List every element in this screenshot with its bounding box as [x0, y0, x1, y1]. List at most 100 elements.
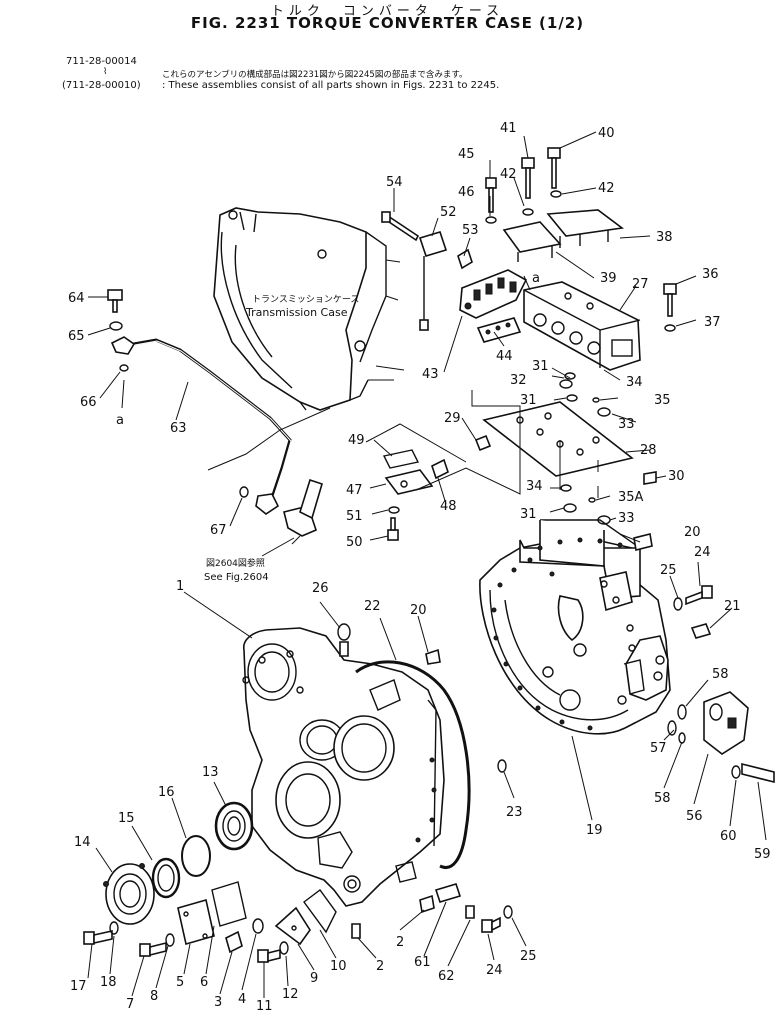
o-ring-23: [497, 759, 507, 773]
part-label: 27: [632, 277, 649, 292]
plug-29: [474, 434, 492, 452]
plug-20-right: [633, 533, 653, 551]
part-label: 35A: [618, 490, 644, 505]
part-label: 10: [330, 959, 347, 974]
o-ring-16: [181, 835, 211, 877]
part-label: 36: [702, 267, 719, 282]
part-label: 15: [118, 811, 135, 826]
washer-46: [485, 216, 497, 224]
o-ring-32: [559, 379, 573, 389]
valve-body-27: [523, 281, 641, 371]
washer-42-left: [522, 208, 534, 216]
part-label: 51: [346, 509, 363, 524]
o-ring-58-lower: [678, 732, 686, 744]
bolt-54: [381, 211, 420, 242]
part-label: 8: [150, 989, 158, 1004]
o-ring-31-c: [563, 503, 577, 513]
transmission-case-label-jp: トランスミッションケース: [252, 294, 359, 305]
o-ring-58-upper: [677, 704, 687, 720]
part-label: 41: [500, 121, 517, 136]
transmission-case: [213, 207, 405, 411]
plug-20-left: [425, 648, 441, 665]
part-label: 60: [720, 829, 737, 844]
washer-25-upper: [673, 597, 683, 611]
bolt-41: [521, 157, 535, 199]
washer-8: [165, 933, 175, 947]
bolt-59: [741, 762, 775, 784]
part-label: 12: [282, 987, 299, 1002]
part-label: 20: [684, 525, 701, 540]
cover-plate-5: [177, 898, 215, 946]
part-label: 22: [364, 599, 381, 614]
plate-38: [546, 209, 625, 248]
leader-lines: [87, 131, 767, 998]
part-number-labels: 1 2 2 3 4 5 6 7 8 9 10 11 12 13 14 15 16…: [68, 121, 771, 1011]
bolt-24-lower: [481, 916, 501, 933]
bolt-64: [107, 289, 123, 313]
bolt-24-upper: [685, 585, 713, 606]
part-label: 52: [440, 205, 457, 220]
part-label: 14: [74, 835, 91, 850]
plug-2-lower: [351, 923, 361, 939]
converter-housing-19: [479, 519, 671, 735]
part-label: 25: [520, 949, 537, 964]
bolt-17: [83, 930, 113, 945]
assembly-note-english: : These assemblies consist of all parts …: [162, 80, 500, 91]
part-label: 58: [712, 667, 729, 682]
part-label: 49: [348, 433, 365, 448]
part-label: 57: [650, 741, 667, 756]
washer-65: [109, 321, 123, 331]
part-label: 24: [694, 545, 711, 560]
o-ring-57: [667, 720, 677, 736]
part-label: 31: [532, 359, 549, 374]
assembly-part-number: 711-28-00014: [66, 56, 137, 67]
part-label: 33: [618, 511, 635, 526]
title-japanese: トルク コンバータ ケース: [270, 4, 505, 19]
part-label: 30: [668, 469, 685, 484]
valve-43: [459, 269, 528, 319]
part-label: 23: [506, 805, 523, 820]
block-47: [384, 469, 434, 495]
bearing-13: [214, 801, 254, 851]
part-label: 16: [158, 785, 175, 800]
washer-25-lower: [503, 905, 513, 919]
part-label: 33: [618, 417, 635, 432]
part-label: 45: [458, 147, 475, 162]
washer-42-right: [550, 190, 562, 198]
part-label: 67: [210, 523, 227, 538]
gasket-10: [303, 889, 337, 934]
o-ring-31-a: [564, 372, 576, 380]
part-label: 48: [440, 499, 457, 514]
washer-18: [109, 921, 119, 935]
part-label: 25: [660, 563, 677, 578]
plate-39: [502, 221, 562, 262]
part-label: 43: [422, 367, 439, 382]
washer-51: [388, 506, 400, 514]
part-label: 40: [598, 126, 615, 141]
ref-mark-a-upper: a: [532, 271, 540, 286]
part-label: 6: [200, 975, 208, 990]
seal-retainer-14: [103, 863, 155, 925]
o-ring-34-a: [560, 484, 572, 492]
part-label: 17: [70, 979, 87, 994]
part-label: 65: [68, 329, 85, 344]
part-number-separator: ⌇: [103, 67, 108, 77]
part-label: 28: [640, 443, 657, 458]
plug-2-right: [419, 894, 435, 914]
part-label: 29: [444, 411, 461, 426]
part-label: 34: [626, 375, 643, 390]
plug-21: [690, 623, 712, 639]
o-ring-66: [119, 364, 129, 372]
part-label: 63: [170, 421, 187, 436]
washer-60: [731, 765, 741, 779]
part-label: 39: [600, 271, 617, 286]
part-label: 53: [462, 223, 479, 238]
part-label: 18: [100, 975, 117, 990]
part-label: 50: [346, 535, 363, 550]
plug-53: [457, 248, 473, 270]
part-label: 9: [310, 971, 318, 986]
part-label: 46: [458, 185, 475, 200]
o-ring-67: [239, 486, 249, 498]
